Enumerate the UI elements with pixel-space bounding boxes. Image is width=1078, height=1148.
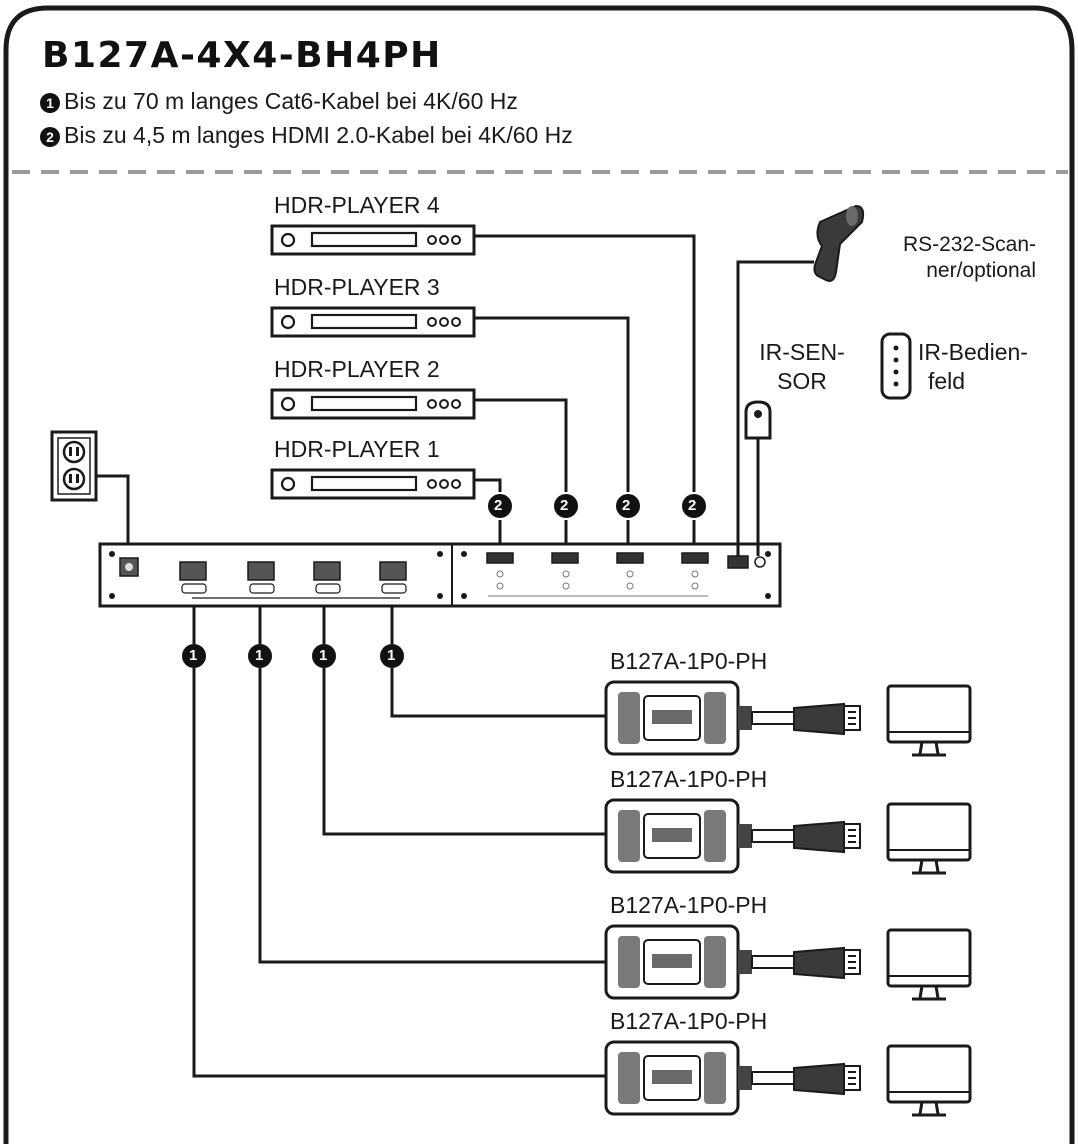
- ir-panel-label: IR-Bedien- feld: [918, 338, 1028, 396]
- monitor-icon-1: [886, 684, 972, 757]
- scanner-label: RS-232-Scan- ner/optional: [880, 232, 1036, 285]
- outer-frame: [3, 5, 1075, 1144]
- monitor-icon-2: [886, 802, 972, 875]
- ir-sensor-icon: [744, 400, 772, 440]
- monitor-icon-4: [886, 1044, 972, 1117]
- receiver-device-4: [604, 1040, 861, 1116]
- scanner-label-line2: ner/optional: [926, 259, 1036, 283]
- hdmi-cables: [474, 234, 696, 546]
- matrix-switch-chassis: [98, 542, 782, 608]
- hdmi-marker-3: 2: [622, 497, 631, 514]
- hdmi-marker-4: 2: [688, 497, 697, 514]
- ir-panel-label-line2: feld: [928, 367, 966, 394]
- receiver-device-2: [604, 798, 861, 874]
- cat6-marker-2: 1: [255, 647, 264, 664]
- rs232-cable: [736, 260, 814, 556]
- hdr-player-2-label: HDR-PLAYER 2: [274, 356, 440, 382]
- hdr-player-3-label: HDR-PLAYER 3: [274, 274, 440, 300]
- hdr-player-4-device: [270, 224, 476, 256]
- scanner-icon: [813, 204, 865, 282]
- ir-sensor-label: IR-SEN- SOR: [752, 338, 852, 396]
- receiver-device-3: [604, 924, 861, 1000]
- note-marker-2: 2: [40, 127, 60, 147]
- ir-sensor-label-line2: SOR: [777, 367, 827, 394]
- note-marker-1: 1: [40, 93, 60, 113]
- receiver-device-1: [604, 680, 861, 756]
- hdr-player-1-label: HDR-PLAYER 1: [274, 436, 440, 462]
- receiver-label-4: B127A-1P0-PH: [610, 1008, 768, 1034]
- receiver-label-3: B127A-1P0-PH: [610, 892, 768, 918]
- receiver-label-1: B127A-1P0-PH: [610, 648, 768, 674]
- hdr-player-1-device: [270, 468, 476, 500]
- power-outlet-icon: [50, 430, 98, 502]
- cat6-marker-4: 1: [387, 647, 396, 664]
- hdr-player-4-label: HDR-PLAYER 4: [274, 192, 440, 218]
- cat6-marker-3: 1: [319, 647, 328, 664]
- cat6-cables: [192, 606, 612, 1078]
- cat6-marker-1: 1: [189, 647, 198, 664]
- hdmi-marker-2: 2: [560, 497, 569, 514]
- page-title: B127A-4X4-BH4PH: [42, 35, 442, 76]
- monitor-icon-3: [886, 928, 972, 1001]
- cat6-marker-badges: [182, 644, 404, 668]
- hdr-player-2-device: [270, 388, 476, 420]
- ir-panel-icon: [880, 332, 912, 400]
- note-text-1: Bis zu 70 m langes Cat6-Kabel bei 4K/60 …: [64, 88, 518, 114]
- ir-sensor-label-line1: IR-SEN-: [759, 339, 845, 365]
- ir-panel-label-line1: IR-Bedien-: [918, 339, 1028, 365]
- hdr-player-3-device: [270, 306, 476, 338]
- note-text-2: Bis zu 4,5 m langes HDMI 2.0-Kabel bei 4…: [64, 122, 573, 148]
- receiver-label-2: B127A-1P0-PH: [610, 766, 768, 792]
- scanner-label-line1: RS-232-Scan-: [902, 233, 1036, 256]
- hdmi-marker-1: 2: [494, 497, 503, 514]
- power-cable: [96, 474, 130, 546]
- hdmi-marker-badges: [488, 494, 706, 518]
